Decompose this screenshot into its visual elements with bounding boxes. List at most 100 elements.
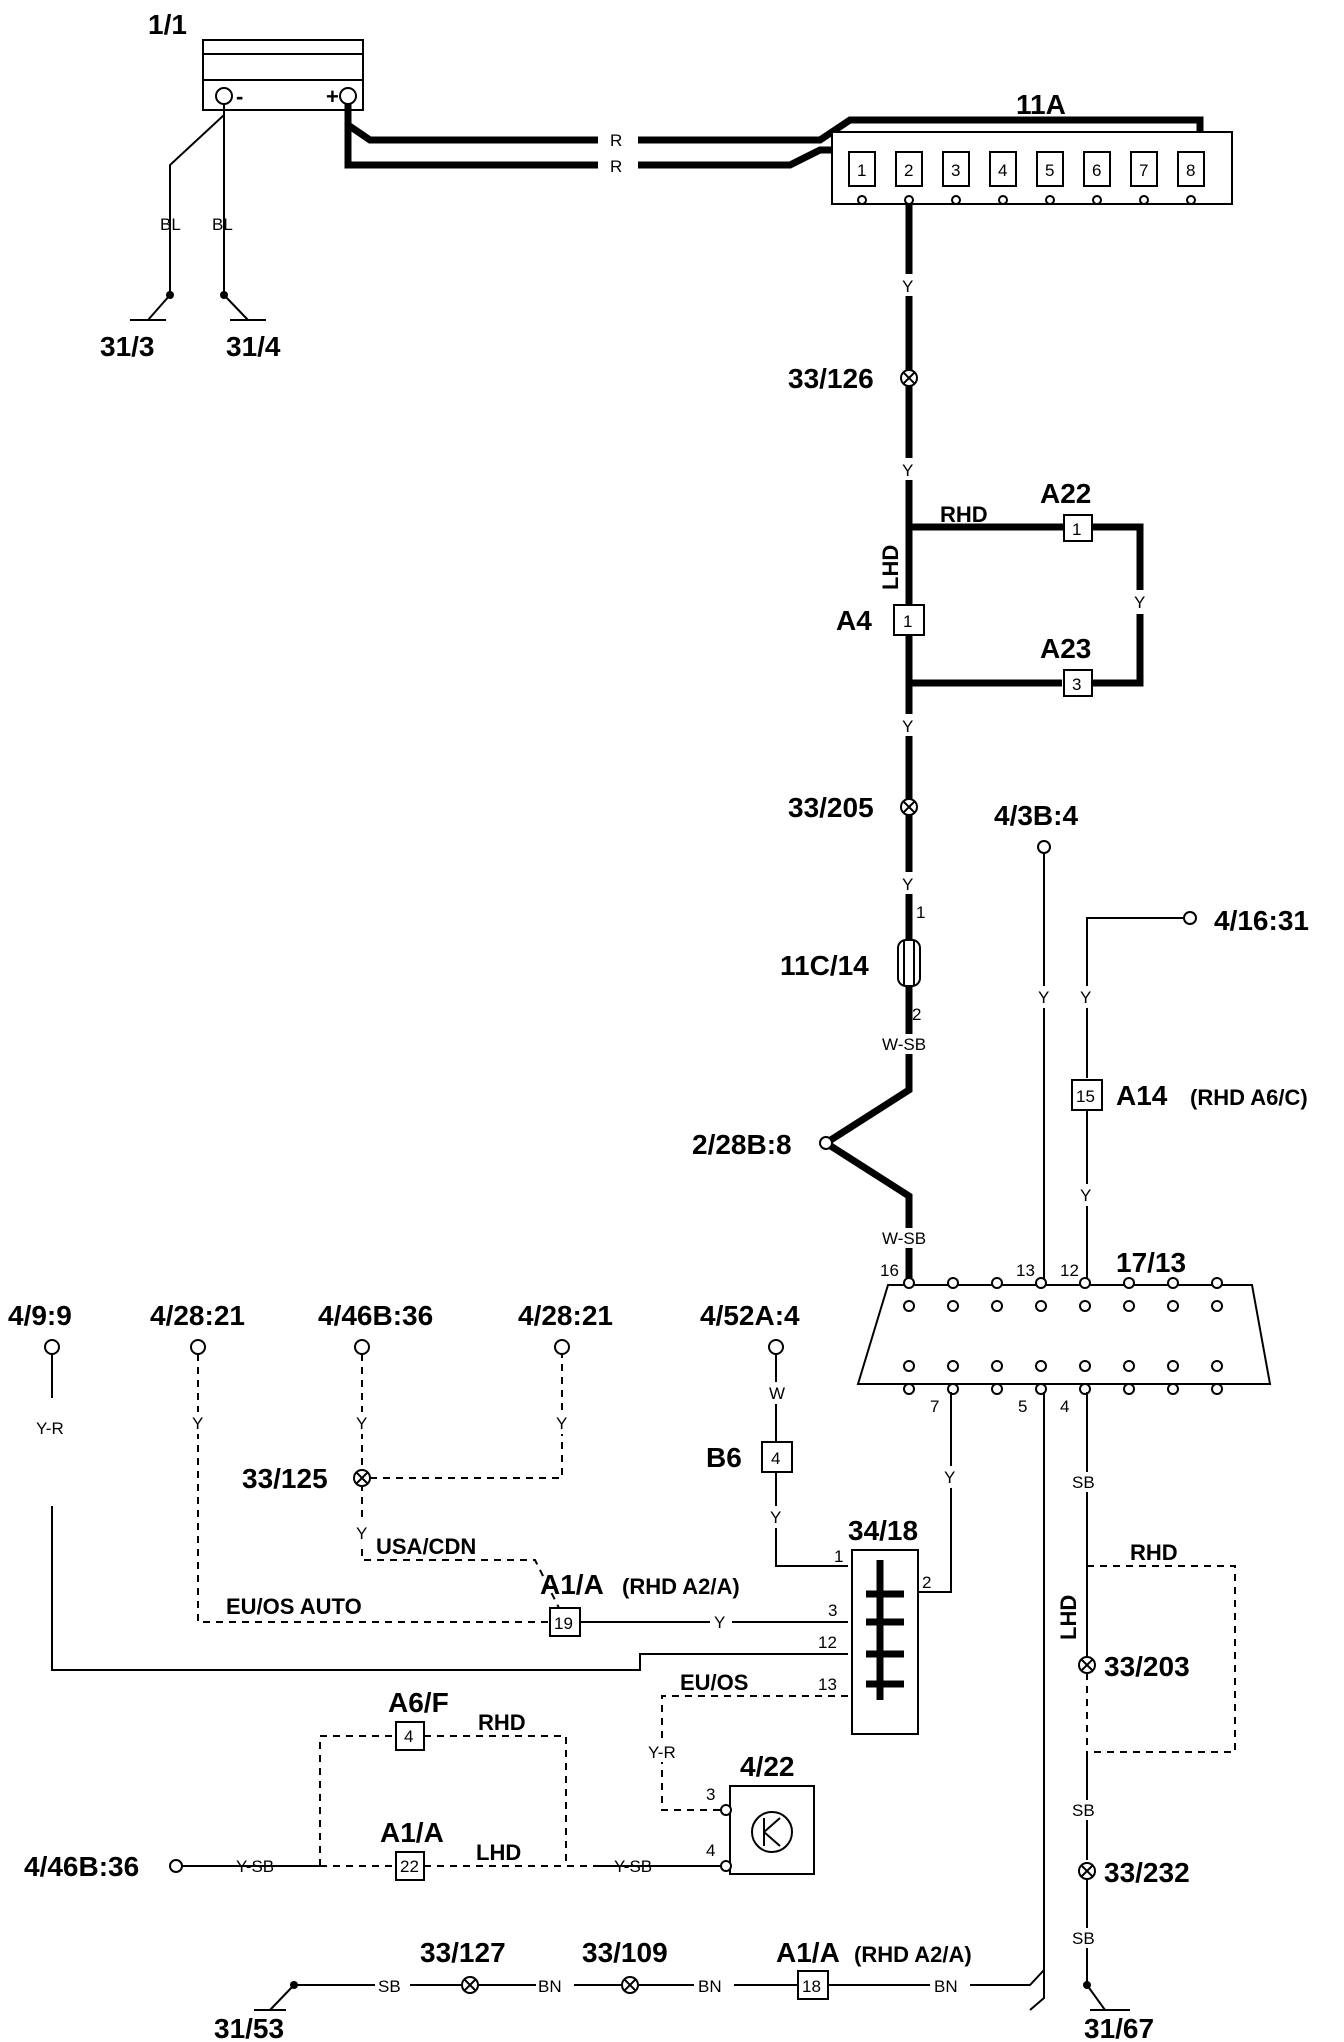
dlc-pin bbox=[1035, 1383, 1047, 1395]
dlc-pin bbox=[1211, 1277, 1223, 1289]
wire-yr-13 bbox=[661, 1695, 848, 1811]
wire-y-7 bbox=[918, 1392, 952, 1593]
wire-label-y-8: Y bbox=[1080, 1186, 1091, 1205]
connector-a23-label: A23 bbox=[1040, 633, 1091, 664]
wire-label-sb-1: SB bbox=[1072, 1473, 1095, 1492]
dlc-pin bbox=[1079, 1277, 1091, 1289]
wire-label-ysb-1: Y-SB bbox=[236, 1857, 274, 1876]
svg-text:3: 3 bbox=[828, 1601, 837, 1620]
connector-b6 bbox=[761, 1441, 793, 1473]
wire-yr-12 bbox=[51, 1506, 848, 1671]
wire-label-ysb-2: Y-SB bbox=[614, 1857, 652, 1876]
svg-text:3: 3 bbox=[1072, 675, 1081, 694]
variant-lhd-a1a-22: LHD bbox=[476, 1840, 521, 1865]
ref-4-9-9: 4/9:9 bbox=[8, 1300, 72, 1331]
variant-usa-cdn: USA/CDN bbox=[376, 1534, 476, 1559]
dlc-pin bbox=[991, 1300, 1003, 1312]
wire-label-y-7: Y bbox=[1080, 988, 1091, 1007]
dlc-pin bbox=[903, 1277, 915, 1289]
fuse-slot bbox=[1036, 151, 1064, 187]
ref-4-46b-36-a: 4/46B:36 bbox=[318, 1300, 433, 1331]
svg-text:7: 7 bbox=[930, 1397, 939, 1416]
svg-text:2: 2 bbox=[912, 1005, 921, 1024]
svg-text:19: 19 bbox=[554, 1614, 573, 1633]
wire-label-bn-2: BN bbox=[698, 1977, 722, 1996]
dlc-pin bbox=[1211, 1300, 1223, 1312]
wire-label-yr-2: Y-R bbox=[648, 1743, 676, 1762]
fuse-number: 2 bbox=[904, 161, 913, 180]
fusebox-label: 11A bbox=[1016, 89, 1066, 120]
svg-text:1: 1 bbox=[1072, 520, 1081, 539]
dlc-pin bbox=[947, 1277, 959, 1289]
dlc-pin bbox=[903, 1383, 915, 1395]
battery-pos-label: + bbox=[326, 84, 339, 109]
wire-rhd-loop bbox=[1087, 1565, 1236, 1753]
wire-bn-5 bbox=[1029, 1392, 1045, 2011]
connector-a1a-22 bbox=[395, 1851, 425, 1881]
variant-rhd-a22: RHD bbox=[940, 502, 988, 527]
fuse-number: 4 bbox=[998, 161, 1007, 180]
ground-symbol-31-4 bbox=[223, 294, 266, 321]
ground-31-3: 31/3 bbox=[100, 331, 155, 362]
splice-33-232: 33/232 bbox=[1104, 1857, 1190, 1888]
wire-bl-1 bbox=[169, 104, 225, 295]
wire-label-bn-1: BN bbox=[538, 1977, 562, 1996]
svg-text:1: 1 bbox=[903, 612, 912, 631]
fuse-slot bbox=[895, 151, 923, 187]
connector-a1a-18-note: (RHD A2/A) bbox=[854, 1942, 972, 1967]
fuse-number: 5 bbox=[1045, 161, 1054, 180]
connector-a1a-18-label: A1/A bbox=[776, 1937, 840, 1968]
dlc-pin bbox=[1167, 1277, 1179, 1289]
dlc-connector bbox=[856, 1284, 1272, 1385]
fuse-number: 8 bbox=[1186, 161, 1195, 180]
dlc-pin bbox=[1167, 1383, 1179, 1395]
ref-4-28-21-a: 4/28:21 bbox=[150, 1300, 245, 1331]
connector-a22-label: A22 bbox=[1040, 478, 1091, 509]
connector-b6-label: B6 bbox=[706, 1442, 742, 1473]
variant-eu-os: EU/OS bbox=[680, 1670, 748, 1695]
variant-rhd-33-203: RHD bbox=[1130, 1540, 1178, 1565]
splice-33-127: 33/127 bbox=[420, 1937, 506, 1968]
svg-text:3: 3 bbox=[706, 1785, 715, 1804]
fuse-slot bbox=[848, 151, 876, 187]
wire-label-r-2: R bbox=[610, 157, 622, 176]
fuse-11c14 bbox=[897, 939, 921, 987]
dlc-pin bbox=[903, 1300, 915, 1312]
svg-text:1: 1 bbox=[916, 903, 925, 922]
dlc-pin bbox=[1035, 1360, 1047, 1372]
dlc-pin bbox=[1123, 1300, 1135, 1312]
ref-4-28-21-b: 4/28:21 bbox=[518, 1300, 613, 1331]
dlc-pin bbox=[1167, 1300, 1179, 1312]
wire-label-sb-2: SB bbox=[1072, 1801, 1095, 1820]
ground-31-67: 31/67 bbox=[1084, 2013, 1154, 2042]
fuse-slot bbox=[1083, 151, 1111, 187]
ref-4-52a-4: 4/52A:4 bbox=[700, 1300, 800, 1331]
dlc-pin bbox=[1079, 1383, 1091, 1395]
dlc-pin bbox=[1079, 1300, 1091, 1312]
dlc-pin bbox=[1035, 1277, 1047, 1289]
svg-text:4: 4 bbox=[404, 1727, 413, 1746]
connector-a1a-19-label: A1/A bbox=[540, 1569, 604, 1600]
wire-usa-cdn bbox=[361, 1354, 561, 1611]
wire-label-wsb-2: W-SB bbox=[882, 1229, 926, 1248]
connector-a23 bbox=[1063, 669, 1093, 697]
connector-a1a-19-note: (RHD A2/A) bbox=[622, 1574, 740, 1599]
wire-label-y-10: Y bbox=[192, 1414, 203, 1433]
wire-label-y-5: Y bbox=[902, 875, 913, 894]
battery-label: 1/1 bbox=[148, 9, 187, 40]
wire-y-33-125 bbox=[370, 1354, 563, 1479]
wire-label-r-1: R bbox=[610, 131, 622, 150]
fuse-number: 6 bbox=[1092, 161, 1101, 180]
variant-eu-os-auto: EU/OS AUTO bbox=[226, 1594, 362, 1619]
connector-a14 bbox=[1071, 1079, 1103, 1111]
variant-lhd-a4: LHD bbox=[878, 545, 903, 590]
wire-label-y-11: Y bbox=[356, 1414, 367, 1433]
dlc-pin bbox=[991, 1277, 1003, 1289]
wire-label-y-4: Y bbox=[902, 717, 913, 736]
wire-label-y-13: Y bbox=[556, 1414, 567, 1433]
battery: - + bbox=[202, 39, 364, 111]
dlc-pin bbox=[1079, 1360, 1091, 1372]
fuse-11c14-label: 11C/14 bbox=[780, 950, 869, 981]
connector-a1a-19 bbox=[549, 1607, 581, 1637]
